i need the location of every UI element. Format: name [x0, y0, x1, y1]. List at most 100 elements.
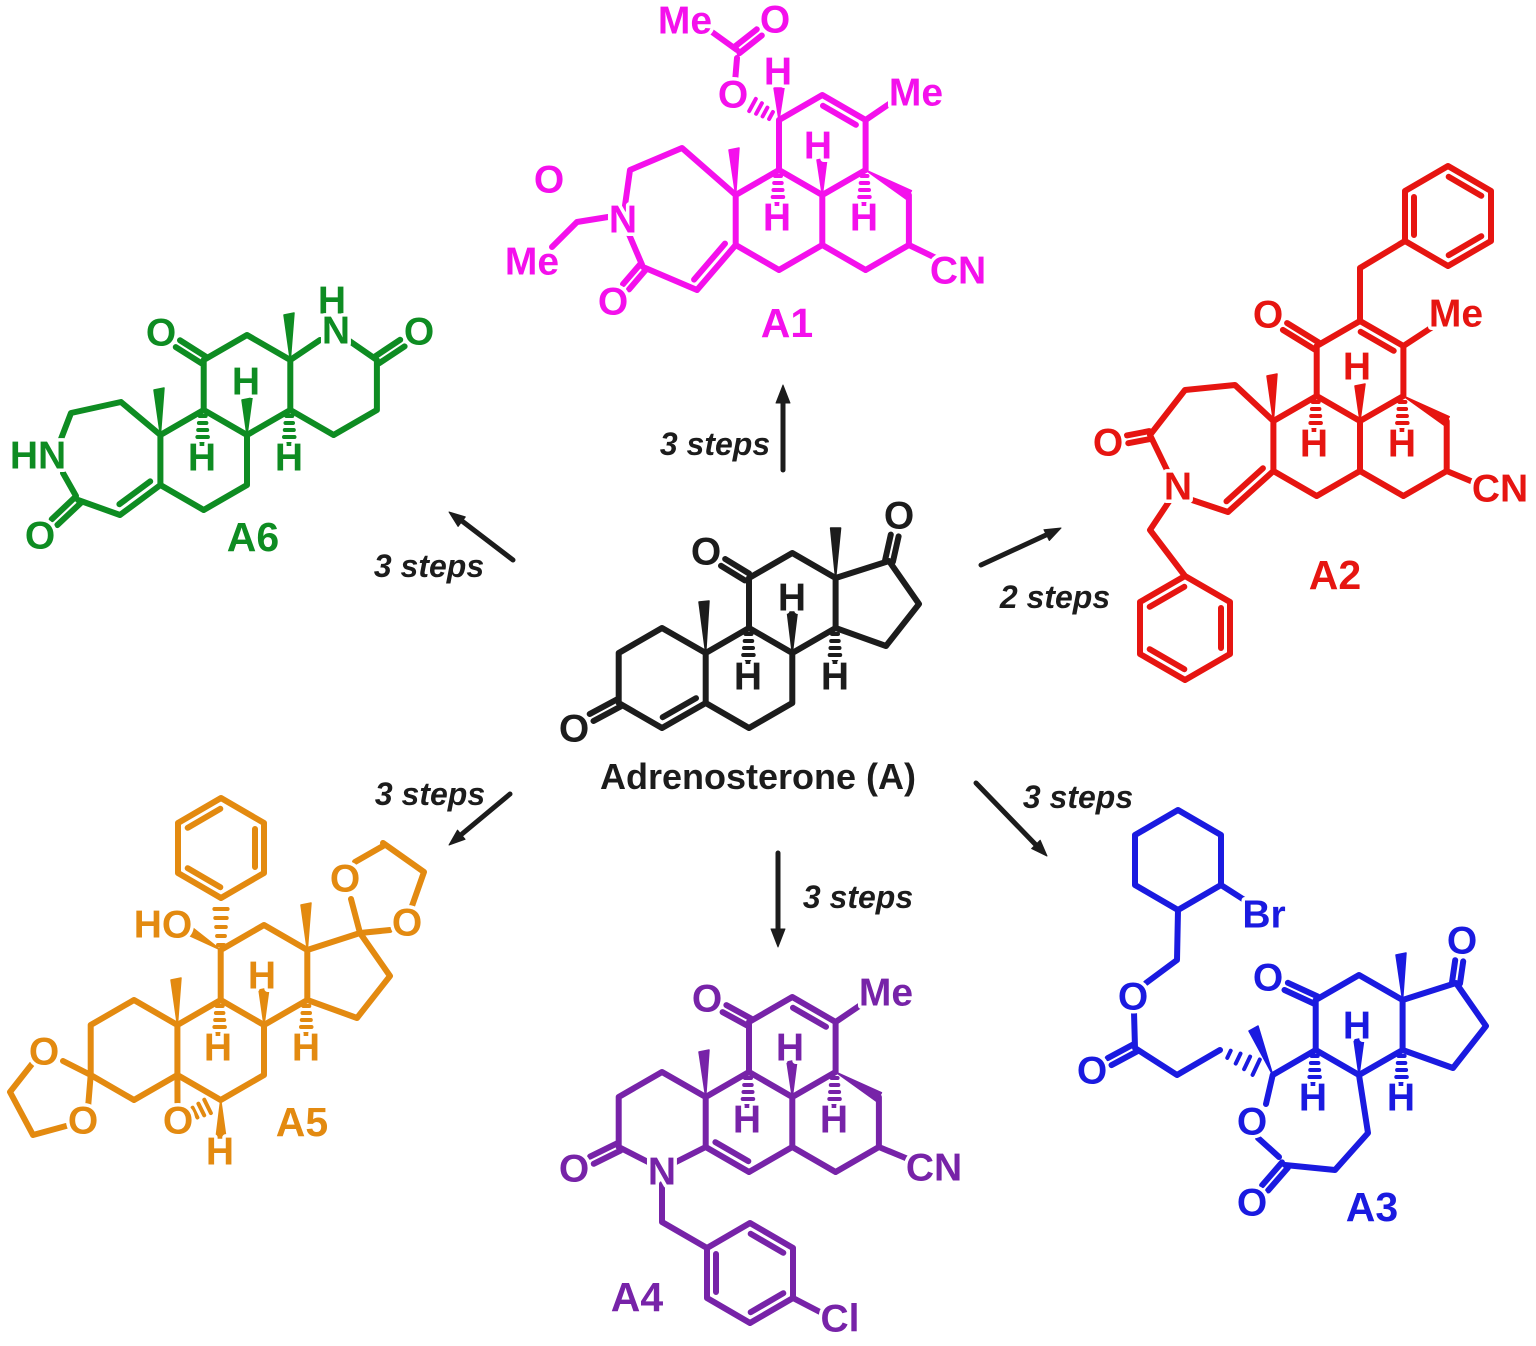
atom-label: H — [776, 1027, 804, 1070]
atom-label: Me — [505, 241, 559, 284]
atom-label: O — [404, 311, 434, 354]
atom-label: H — [204, 1027, 232, 1070]
atom-label: H — [850, 197, 878, 240]
step-label-a3: 3 steps — [1023, 779, 1133, 815]
arrow-line — [978, 532, 1049, 568]
step-label-a4: 3 steps — [803, 879, 913, 915]
wedge-bonds — [698, 527, 842, 654]
hashed-bonds — [1225, 1048, 1410, 1086]
atom-label: O — [1237, 1101, 1267, 1144]
compound-name-adrenosterone: Adrenosterone (A) — [600, 756, 916, 797]
atom-label: H — [206, 1131, 234, 1174]
arrow-head — [448, 511, 466, 527]
atom-label: H — [318, 280, 346, 323]
arrow-to-a3: 3 steps — [973, 779, 1133, 857]
atom-label: H — [1388, 423, 1416, 466]
atom-label: H — [821, 656, 849, 699]
double-bond-lines — [1104, 957, 1467, 1194]
arrow-line — [973, 780, 1039, 848]
atom-label: H — [1387, 1077, 1415, 1120]
hashed-bonds — [184, 907, 315, 1122]
atom-label: Cl — [821, 1298, 860, 1341]
atom-label: H — [248, 955, 276, 998]
compound-label-a5: A5 — [276, 1099, 328, 1145]
hashed-bonds — [1307, 400, 1411, 432]
hashed-bonds — [194, 414, 298, 446]
atom-label: HN — [10, 435, 66, 478]
step-label-a1: 3 steps — [660, 426, 770, 462]
arrow-head — [448, 829, 466, 846]
bond-lines — [7, 795, 427, 1138]
atom-label: O — [330, 858, 360, 901]
bond-lines — [615, 550, 922, 731]
wedge-bonds — [1266, 373, 1450, 427]
compound-label-a1: A1 — [761, 300, 813, 346]
atom-label: O — [598, 281, 628, 324]
arrow-to-a1: 3 steps — [660, 384, 791, 473]
atom-label: H — [232, 361, 260, 404]
wedge-bonds — [1248, 952, 1407, 1076]
atom-label: O — [1253, 294, 1283, 337]
bond-lines — [615, 994, 911, 1326]
arrow-to-a6: 3 steps — [374, 511, 516, 584]
atom-label: O — [691, 531, 721, 574]
atom-label: Me — [658, 0, 712, 43]
atom-label: H — [764, 51, 792, 94]
arrow-line — [459, 518, 516, 563]
step-label-a2: 2 steps — [999, 579, 1110, 615]
atom-label: H — [778, 577, 806, 620]
bond-lines — [1137, 163, 1494, 683]
atom-label: H — [763, 197, 791, 240]
atom-label: N — [648, 1151, 676, 1194]
atom-label: O — [146, 312, 176, 355]
step-label-a6: 3 steps — [374, 548, 484, 584]
double-bond-lines — [587, 1002, 829, 1316]
atom-label: CN — [906, 1147, 962, 1190]
atom-label: N — [1164, 466, 1192, 509]
atom-label: H — [275, 437, 303, 480]
compound-label-a2: A2 — [1309, 552, 1361, 598]
atom-label: H — [734, 656, 762, 699]
atom-label: O — [68, 1100, 98, 1143]
wedge-bonds — [170, 902, 312, 1139]
arrow-to-a2: 2 steps — [978, 527, 1110, 615]
double-bond-lines — [620, 26, 859, 293]
compound-label-a6: A6 — [227, 514, 279, 560]
atom-label: H — [1300, 423, 1328, 466]
step-label-a5: 3 steps — [375, 776, 485, 812]
atom-label: H — [820, 1099, 848, 1142]
atom-label: H — [1343, 346, 1371, 389]
arrow-head — [775, 384, 791, 404]
atom-label: O — [163, 1100, 193, 1143]
compound-label-a4: A4 — [611, 1274, 664, 1320]
atom-label: HO — [134, 904, 193, 947]
atom-label: O — [1253, 957, 1283, 1000]
compound-label-a3: A3 — [1346, 1184, 1398, 1230]
hashed-bonds — [740, 632, 843, 664]
atom-label: H — [1343, 1005, 1371, 1048]
double-bond-lines — [48, 336, 408, 529]
atom-label: O — [392, 902, 422, 945]
atom-label: O — [1237, 1182, 1267, 1225]
hashed-bonds — [747, 96, 873, 206]
atom-label: H — [1299, 1077, 1327, 1120]
atom-label: O — [884, 495, 914, 538]
arrow-head — [770, 928, 786, 948]
arrow-line — [459, 791, 513, 837]
atom-label: Me — [859, 972, 913, 1015]
atom-label: O — [25, 515, 55, 558]
atom-label: O — [1077, 1050, 1107, 1093]
wedge-bonds — [153, 312, 295, 436]
double-bond-lines — [586, 531, 902, 724]
atom-label: H — [733, 1099, 761, 1142]
hashed-bonds — [740, 1076, 843, 1108]
arrow-head — [1031, 839, 1048, 857]
atom-label: O — [760, 0, 790, 42]
